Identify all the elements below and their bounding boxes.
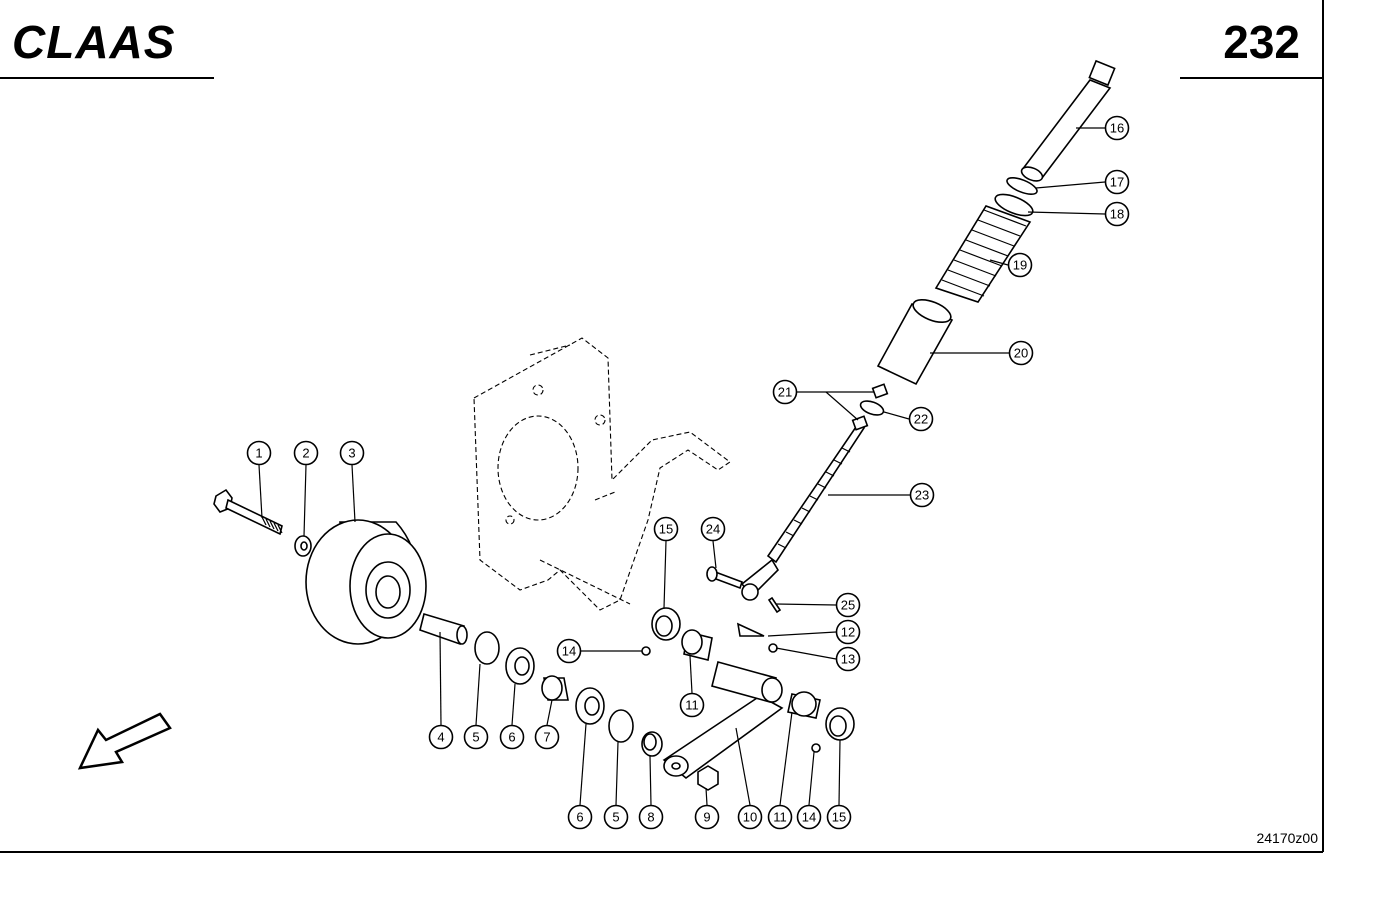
- nut-part: [697, 765, 719, 791]
- callout-6-lower: 6: [567, 804, 593, 830]
- threaded-rod-part: [740, 422, 866, 601]
- callout-12: 12: [835, 619, 861, 645]
- bearing-part: [825, 707, 855, 741]
- callout-label: 18: [1110, 207, 1124, 222]
- callout-15-lower: 15: [826, 804, 852, 830]
- split-pin-part: [767, 596, 782, 614]
- callout-19: 19: [1007, 252, 1033, 278]
- bearing-part: [651, 607, 681, 641]
- callout-7: 7: [534, 724, 560, 750]
- bearing-part: [575, 687, 605, 725]
- callout-label: 5: [612, 810, 619, 825]
- tension-arm-part: [662, 661, 784, 780]
- callout-8: 8: [638, 804, 664, 830]
- callout-18: 18: [1104, 201, 1130, 227]
- grease-nipple-part: [811, 743, 821, 753]
- callout-label: 16: [1110, 121, 1124, 136]
- callout-4: 4: [428, 724, 454, 750]
- callout-label: 25: [841, 598, 855, 613]
- callout-label: 11: [685, 698, 699, 713]
- callout-6: 6: [499, 724, 525, 750]
- arrow-down-left-icon: [77, 712, 172, 770]
- bushing-part: [641, 731, 663, 757]
- callout-label: 11: [773, 810, 787, 825]
- spring-tube-part: [876, 298, 954, 386]
- grease-nipple-part: [768, 643, 778, 653]
- mounting-bracket-outline: [473, 337, 731, 611]
- pulley-part: [305, 519, 427, 645]
- callout-label: 21: [778, 385, 792, 400]
- callout-20: 20: [1008, 340, 1034, 366]
- callout-16: 16: [1104, 115, 1130, 141]
- callout-17: 17: [1104, 169, 1130, 195]
- callout-label: 9: [703, 810, 710, 825]
- callout-15-upper: 15: [653, 516, 679, 542]
- callout-9: 9: [694, 804, 720, 830]
- warning-sign-part: [736, 622, 765, 637]
- nut-part: [851, 415, 869, 431]
- seal-part: [1006, 177, 1038, 195]
- spacer-tube-part: [419, 612, 468, 646]
- callout-label: 6: [576, 810, 583, 825]
- callout-24: 24: [700, 516, 726, 542]
- circlip-part: [608, 709, 634, 743]
- callout-label: 14: [802, 810, 816, 825]
- washer-part: [859, 400, 885, 416]
- callout-label: 15: [659, 522, 673, 537]
- callout-label: 13: [841, 652, 855, 667]
- bushing-part: [541, 675, 569, 701]
- callout-5-lower: 5: [603, 804, 629, 830]
- grease-nipple-part: [641, 646, 651, 656]
- callout-label: 3: [348, 446, 355, 461]
- callout-25: 25: [835, 592, 861, 618]
- callout-label: 20: [1014, 346, 1028, 361]
- callout-label: 22: [914, 412, 928, 427]
- callout-label: 4: [437, 730, 444, 745]
- callout-10: 10: [737, 804, 763, 830]
- callout-14-upper: 14: [556, 638, 582, 664]
- callout-label: 10: [743, 810, 757, 825]
- callout-label: 19: [1013, 258, 1027, 273]
- callout-label: 8: [647, 810, 654, 825]
- callout-2: 2: [293, 440, 319, 466]
- callout-11-upper: 11: [679, 692, 705, 718]
- nut-part: [871, 383, 889, 399]
- compression-spring-part: [934, 205, 1032, 303]
- callout-label: 7: [543, 730, 550, 745]
- callout-label: 14: [562, 644, 576, 659]
- callout-label: 5: [472, 730, 479, 745]
- bushing-part: [787, 691, 821, 719]
- bearing-part: [505, 647, 535, 685]
- callout-label: 1: [255, 446, 262, 461]
- callout-13: 13: [835, 646, 861, 672]
- callout-label: 6: [508, 730, 515, 745]
- callout-3: 3: [339, 440, 365, 466]
- drawing-number: 24170z00: [1256, 830, 1318, 846]
- page-number: 232: [1223, 16, 1300, 68]
- callout-label: 12: [841, 625, 855, 640]
- callout-label: 15: [832, 810, 846, 825]
- callout-1: 1: [246, 440, 272, 466]
- bolt-part: [213, 488, 283, 536]
- callout-label: 24: [706, 522, 720, 537]
- callout-11-lower: 11: [767, 804, 793, 830]
- callout-label: 17: [1110, 175, 1124, 190]
- bushing-part: [681, 629, 713, 661]
- callout-label: 23: [915, 488, 929, 503]
- sleeve-part: [1020, 59, 1116, 182]
- callout-label: 2: [302, 446, 309, 461]
- circlip-part: [474, 631, 500, 665]
- leader-lines: [258, 127, 1106, 806]
- callout-23: 23: [909, 482, 935, 508]
- callout-22: 22: [908, 406, 934, 432]
- clevis-pin-part: [706, 566, 744, 590]
- callout-14-lower: 14: [796, 804, 822, 830]
- callout-21: 21: [772, 379, 798, 405]
- brand-logo: CLAAS: [12, 16, 175, 68]
- callout-5: 5: [463, 724, 489, 750]
